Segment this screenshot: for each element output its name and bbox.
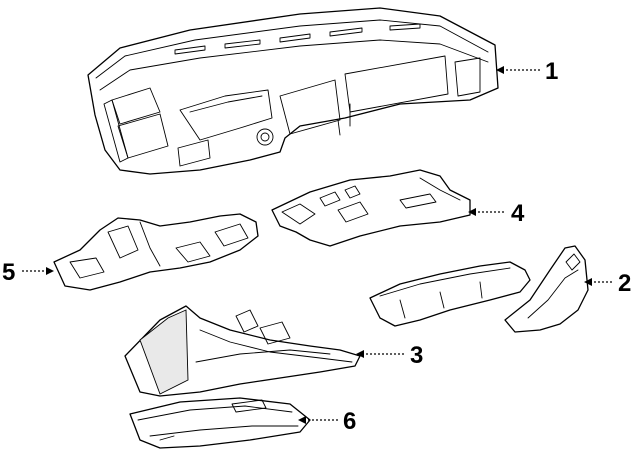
instrument-panel-part xyxy=(87,7,499,175)
callout-label-2: 2 xyxy=(618,270,631,297)
upper-center-panel-part xyxy=(271,169,471,247)
callout-label-6: 6 xyxy=(343,408,356,435)
callout-label-3: 3 xyxy=(410,342,423,369)
callout-4: 4 xyxy=(468,200,525,227)
callout-label-4: 4 xyxy=(511,200,525,227)
callout-2: 2 xyxy=(584,270,631,297)
callout-label-5: 5 xyxy=(2,259,15,286)
glove-box-part xyxy=(129,397,311,449)
callout-5: 5 xyxy=(2,259,54,286)
lower-center-panel-part xyxy=(124,305,361,397)
callout-1: 1 xyxy=(496,58,558,85)
callout-label-1: 1 xyxy=(545,58,558,85)
left-lower-panel-part xyxy=(53,213,259,291)
callout-3: 3 xyxy=(356,342,423,369)
right-lower-panel-part xyxy=(369,245,589,333)
callout-6: 6 xyxy=(298,408,356,435)
